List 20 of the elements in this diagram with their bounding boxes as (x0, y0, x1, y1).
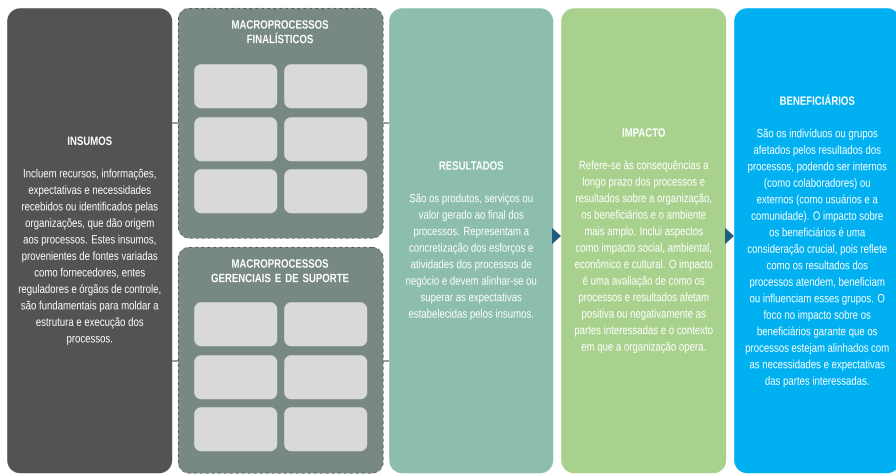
connector-line (383, 122, 390, 124)
connector-line (172, 360, 178, 362)
empty-box (284, 117, 368, 162)
process-column: BENEFICIÁRIOS São os indivíduos ou grupos afetados pelos resultados dos processos, podendo ser internos (como colaboradores) ou externos (como usuários e a comunidade). O impacto sobre os beneficiários é uma consideração crucial, pois reflete como os resultados dos processos atendem, beneficiam ou influenciam esses grupos. O foco no impacto sobre os beneficiários garante que os processos estejam alinhados com as necessidades e expectativas das partes interessadas. (734, 8, 896, 474)
process-column: IMPACTO Refere-se às consequências a longo prazo dos processos e resultados sobre a organização, os beneficiários e o ambiente mais amplo. Inclui aspectos como impacto social, ambiental, econômico e cultural. O impacto é uma avaliação de como os processos e resultados afetam positiva ou negativamente as partes interessadas e o contexto em que a organização opera. (561, 8, 726, 474)
empty-box (194, 355, 278, 400)
empty-box (284, 64, 368, 108)
empty-box (284, 355, 368, 400)
process-column: INSUMOS Incluem recursos, informações, expectativas e necessidades recebidos ou identificados pelas organizações, que dão origem aos processos. Estes insumos, provenientes de fontes variadas como fornecedores, entes reguladores e órgãos de controle, são fundamentais para moldar a estrutura e execução dos processos. (7, 8, 172, 474)
connector-line (172, 122, 178, 124)
empty-box (194, 407, 278, 452)
empty-box (194, 64, 278, 108)
empty-box (194, 169, 278, 214)
empty-box (284, 302, 368, 346)
empty-box (194, 302, 278, 346)
connector-line (383, 360, 390, 362)
empty-box (194, 117, 278, 162)
empty-box (284, 407, 368, 452)
process-column: RESULTADOS São os produtos, serviços ou valor gerado ao final dos processos. Representam a concretização dos esforços e atividades dos processos de negócio e devem alinhar-se ou superar as expectativas estabelecidas pelos insumos. (389, 8, 554, 474)
empty-box (284, 169, 368, 214)
